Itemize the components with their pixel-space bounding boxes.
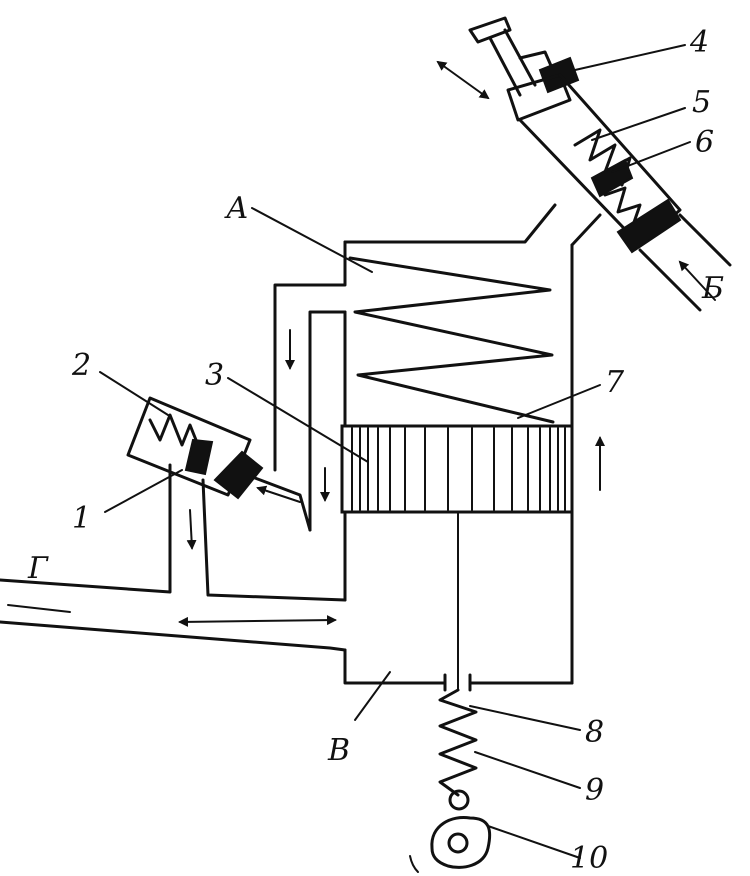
label-2: 2 [71, 348, 91, 383]
label-5: 5 [692, 85, 711, 120]
label-B: Б [701, 271, 724, 306]
label-10: 10 [570, 841, 608, 876]
piston [340, 424, 574, 692]
flow-arrows [178, 60, 716, 627]
label-7: 7 [605, 365, 625, 400]
labels: 1 2 3 4 5 6 7 8 9 10 А Б В Г [27, 25, 724, 876]
label-A: А [224, 191, 249, 226]
label-1: 1 [72, 501, 91, 536]
main-spring [348, 256, 555, 424]
cam [430, 815, 492, 869]
label-V: В [327, 733, 350, 768]
leader-lines [99, 44, 691, 859]
valve-4-5-6 [468, 16, 732, 312]
fuel-line [0, 463, 347, 652]
label-4: 4 [689, 25, 709, 60]
label-G: Г [27, 551, 49, 586]
label-9: 9 [585, 773, 604, 808]
return-spring [438, 688, 478, 797]
label-3: 3 [205, 358, 224, 393]
label-8: 8 [585, 715, 604, 750]
label-6: 6 [695, 125, 714, 160]
roller [448, 789, 470, 811]
valve-1-2 [126, 396, 312, 532]
